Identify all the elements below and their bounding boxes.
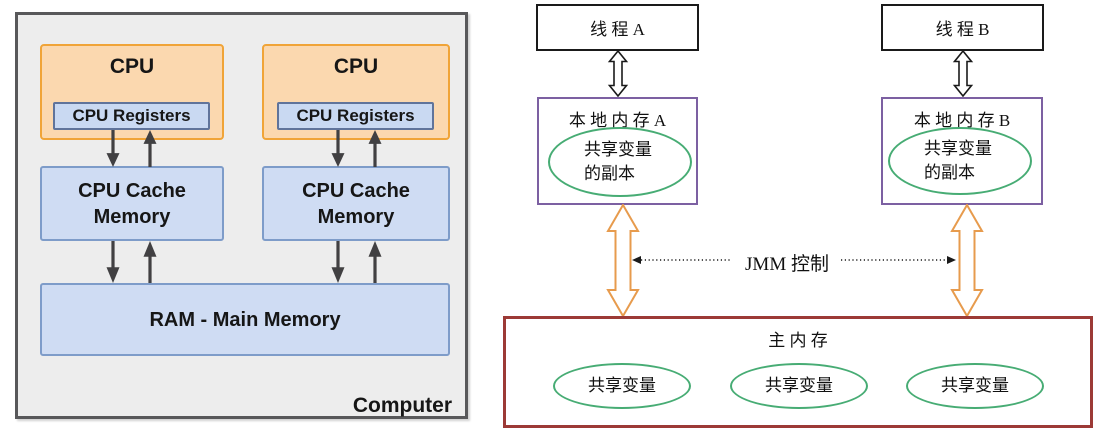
up-arrow-icon xyxy=(368,241,382,283)
local-memory-b-title: 本 地 内 存 B xyxy=(913,111,1011,130)
down-arrow-icon xyxy=(331,241,345,283)
main-memory-title: 主 内 存 xyxy=(768,331,828,350)
copy-line2: 的副本 xyxy=(584,164,635,183)
shared-variable-copy-a-ellipse: 共享变量 的副本 xyxy=(548,127,692,197)
shared-variable-ellipse-2: 共享变量 xyxy=(730,363,868,409)
up-arrow-icon xyxy=(143,130,157,167)
local-memory-a-title: 本 地 内 存 A xyxy=(568,111,667,130)
up-arrow-icon xyxy=(368,130,382,167)
ram-box: RAM - Main Memory xyxy=(40,283,450,356)
jmm-control-label: JMM 控制 xyxy=(745,254,829,275)
shared-variable-label: 共享变量 xyxy=(941,376,1009,395)
thread-b-box: 线 程 B xyxy=(881,4,1044,51)
cpu-cache-box-1: CPU Cache Memory xyxy=(40,166,224,241)
shared-variable-label: 共享变量 xyxy=(765,376,833,395)
shared-variable-label: 共享变量 xyxy=(588,376,656,395)
cpu-registers-box-2: CPU Registers xyxy=(277,102,434,130)
shared-variable-ellipse-3: 共享变量 xyxy=(906,363,1044,409)
thread-a-box: 线 程 A xyxy=(536,4,699,51)
cpu-label-1: CPU xyxy=(109,55,155,78)
copy-line2: 的副本 xyxy=(924,163,975,182)
cpu-label-2: CPU xyxy=(333,55,379,78)
dotted-arrow-left-icon xyxy=(632,256,732,264)
cpu-registers-box-1: CPU Registers xyxy=(53,102,210,130)
shared-variable-ellipse-1: 共享变量 xyxy=(553,363,691,409)
dotted-arrow-right-icon xyxy=(841,256,956,264)
double-arrow-icon xyxy=(952,50,974,97)
computer-label: Computer xyxy=(352,394,452,417)
down-arrow-icon xyxy=(106,241,120,283)
cpu-cache-box-2: CPU Cache Memory xyxy=(262,166,450,241)
down-arrow-icon xyxy=(106,130,120,167)
up-arrow-icon xyxy=(143,241,157,283)
double-arrow-icon xyxy=(607,50,629,97)
copy-line1: 共享变量 xyxy=(584,140,652,159)
copy-line1: 共享变量 xyxy=(924,139,992,158)
down-arrow-icon xyxy=(331,130,345,167)
shared-variable-copy-b-ellipse: 共享变量 的副本 xyxy=(888,127,1032,195)
